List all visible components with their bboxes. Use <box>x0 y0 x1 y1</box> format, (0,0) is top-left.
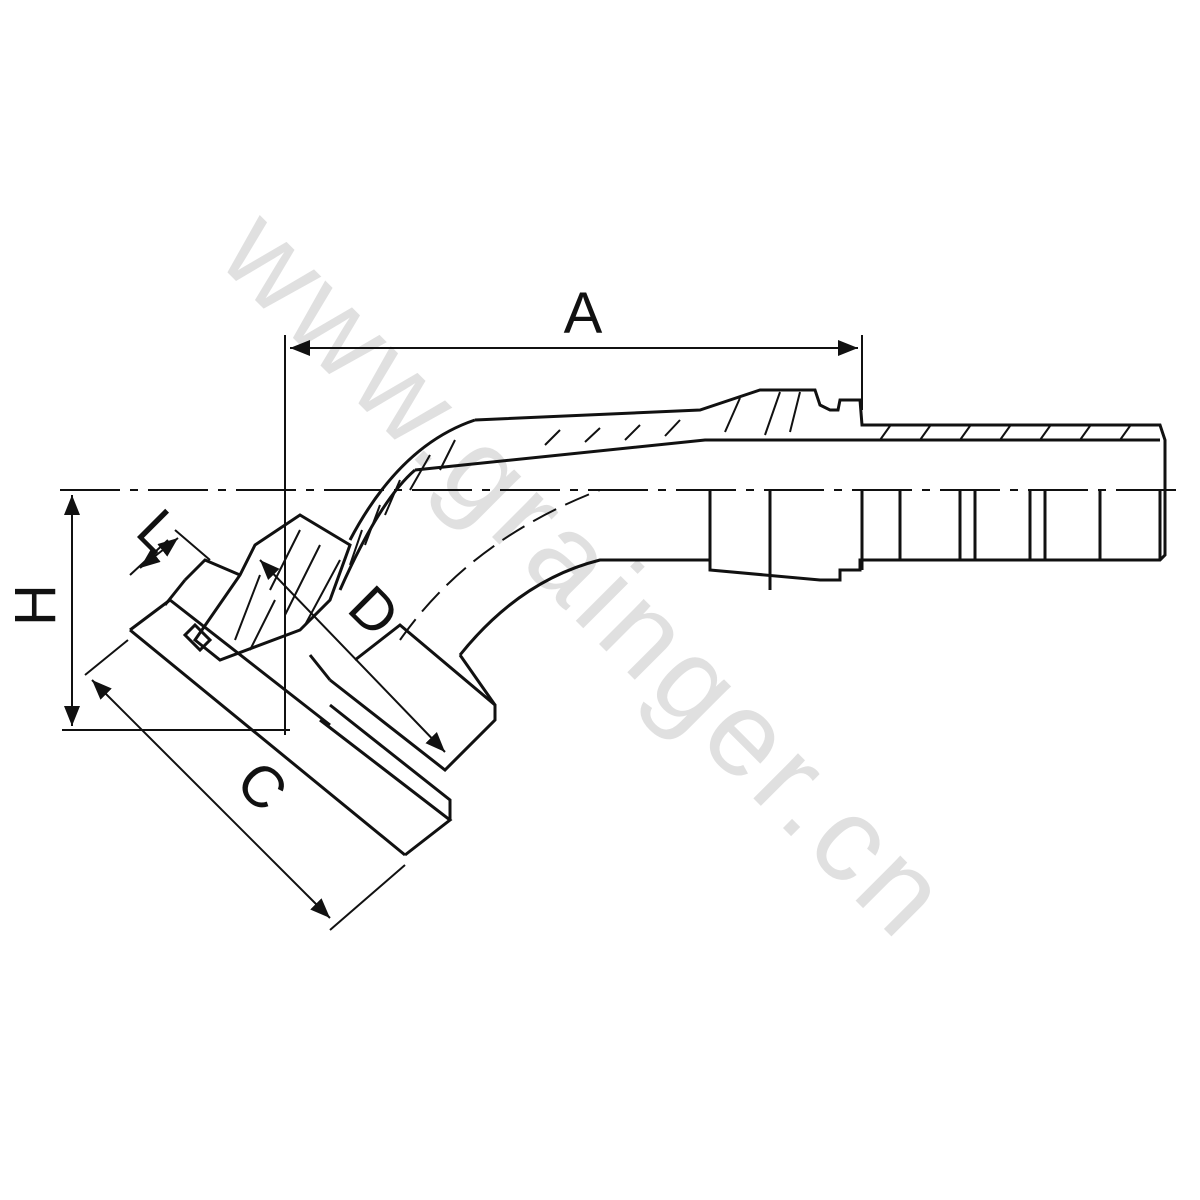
flange-head <box>129 513 497 857</box>
label-a: A <box>564 281 603 346</box>
dimension-c <box>84 639 406 931</box>
label-d: D <box>336 573 412 649</box>
dimension-l <box>129 529 211 576</box>
label-l: L <box>124 497 193 566</box>
hose-tail <box>414 388 1167 590</box>
dimension-d <box>259 559 446 753</box>
label-h: H <box>3 584 68 626</box>
bend-body <box>338 418 710 656</box>
